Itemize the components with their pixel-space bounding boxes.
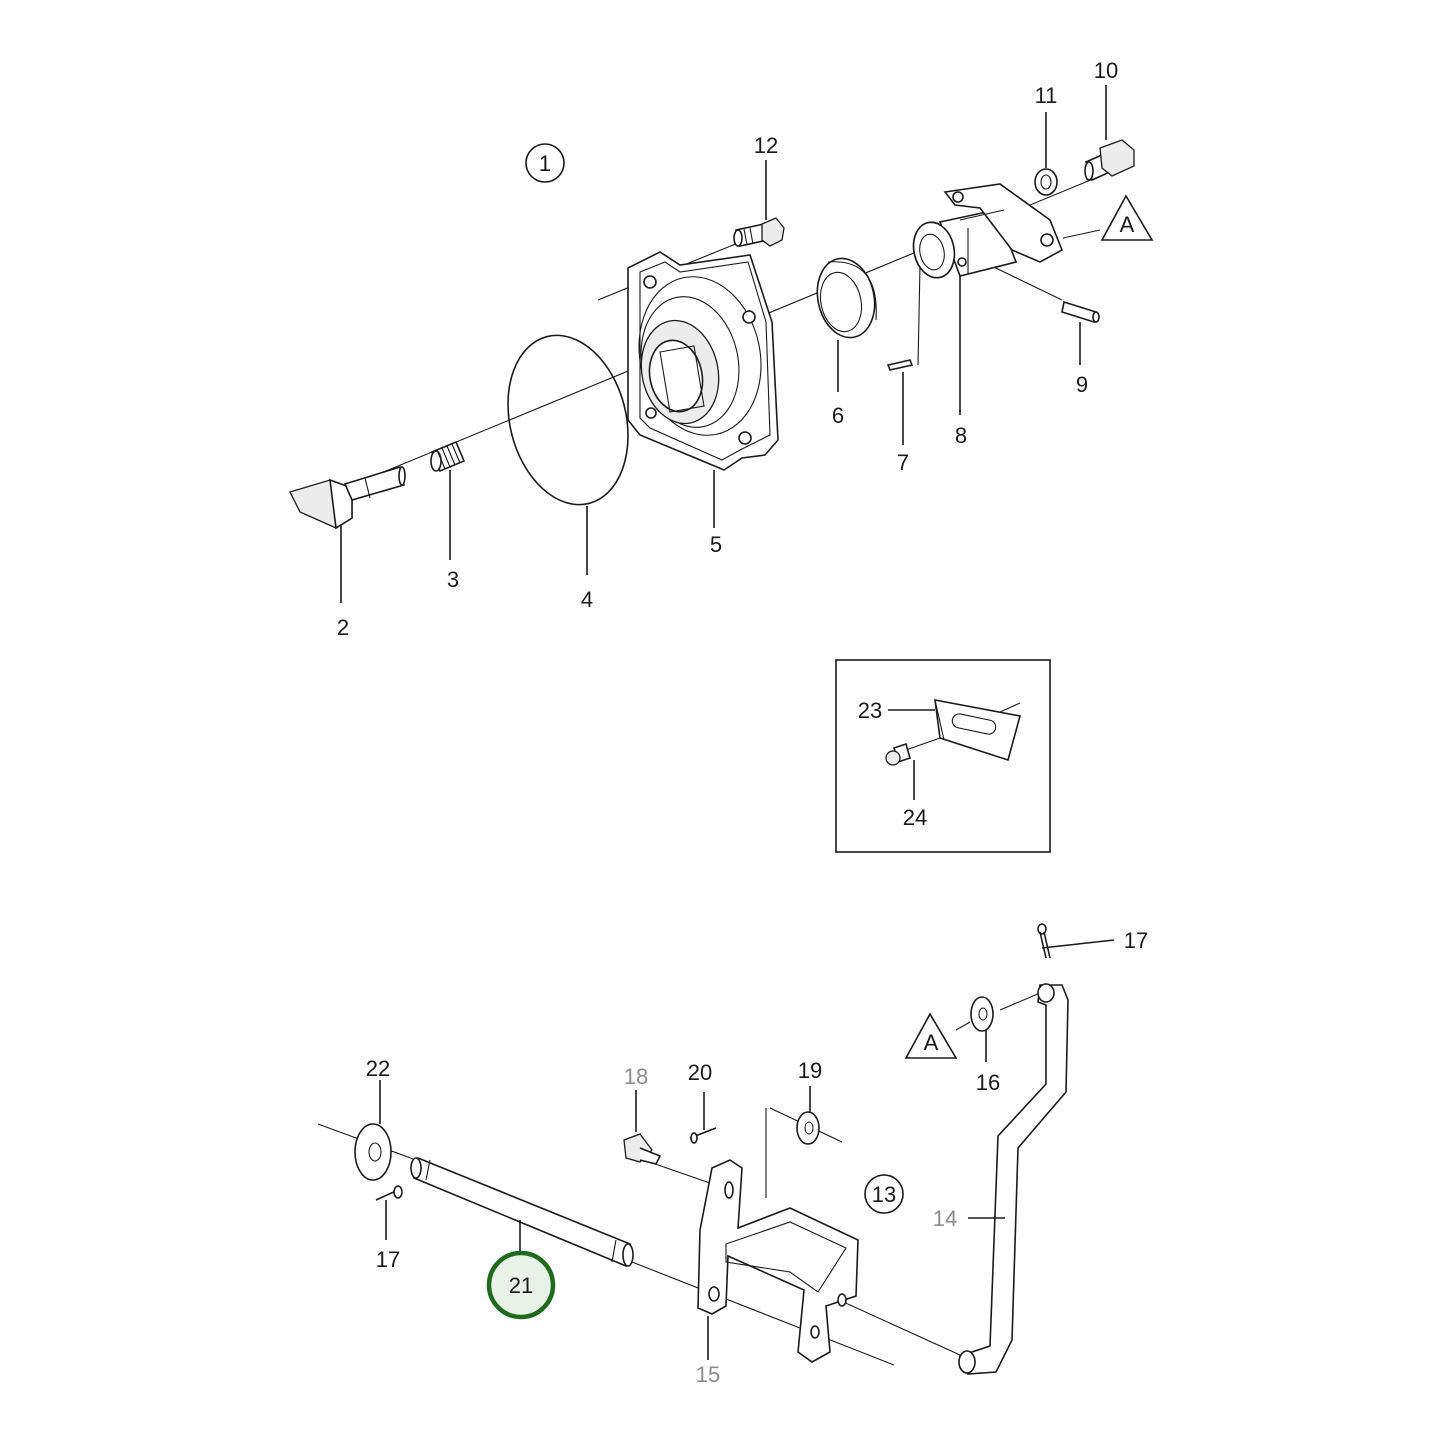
part-22-washer xyxy=(354,1080,392,1181)
part-label-10: 10 xyxy=(1094,58,1118,83)
highlighted-callout-21[interactable]: 21 xyxy=(486,1250,556,1320)
part-19-washer xyxy=(796,1086,820,1145)
part-16-washer xyxy=(970,996,994,1062)
part-21-shaft xyxy=(410,1156,634,1268)
part-12-bolt xyxy=(733,160,785,247)
detail-inset xyxy=(835,659,1051,853)
part-11-washer xyxy=(1034,112,1058,196)
part-17-split-pin-left xyxy=(375,1185,403,1240)
part-7-pin xyxy=(886,359,914,445)
part-10-plug xyxy=(1084,85,1135,182)
part-label-22: 22 xyxy=(366,1056,390,1081)
part-2-handle xyxy=(289,465,406,603)
group-label-13: 13 xyxy=(864,1174,904,1214)
part-label-15: 15 xyxy=(696,1362,720,1387)
part-5-housing xyxy=(627,251,779,528)
part-label-3: 3 xyxy=(447,567,459,592)
part-15-bracket xyxy=(697,1159,859,1363)
part-label-24: 24 xyxy=(903,805,927,830)
group-label-13-text: 13 xyxy=(872,1182,896,1207)
part-label-8: 8 xyxy=(955,423,967,448)
part-9-dowel xyxy=(1061,300,1100,365)
part-label-18: 18 xyxy=(624,1064,648,1089)
group-label-1-text: 1 xyxy=(539,151,551,176)
part-label-20: 20 xyxy=(688,1060,712,1085)
part-label-21: 21 xyxy=(509,1273,533,1298)
part-3-threaded-bush xyxy=(430,440,466,560)
part-label-4: 4 xyxy=(581,587,593,612)
part-8-flange-sleeve xyxy=(912,183,1064,415)
part-label-7: 7 xyxy=(897,450,909,475)
part-label-5: 5 xyxy=(710,532,722,557)
part-label-11: 11 xyxy=(1035,83,1058,108)
reference-marker-a-lower: A xyxy=(904,1012,971,1059)
part-20-split-pin xyxy=(689,1092,717,1144)
part-6-seal xyxy=(816,257,877,392)
reference-marker-a-lower-text: A xyxy=(924,1030,939,1055)
reference-marker-a-upper: A xyxy=(1100,194,1154,241)
part-label-19: 19 xyxy=(798,1058,822,1083)
part-label-14: 14 xyxy=(933,1206,957,1231)
group-label-1: 1 xyxy=(525,143,565,183)
part-label-17-right: 17 xyxy=(1124,928,1148,953)
part-label-12: 12 xyxy=(754,133,778,158)
part-label-2: 2 xyxy=(337,615,349,640)
part-label-23: 23 xyxy=(858,698,882,723)
part-14-rod xyxy=(958,983,1069,1375)
part-label-16: 16 xyxy=(976,1070,1000,1095)
part-label-17-left: 17 xyxy=(376,1247,400,1272)
reference-marker-a-upper-text: A xyxy=(1120,212,1135,237)
part-17-split-pin-right xyxy=(1037,923,1051,959)
part-label-6: 6 xyxy=(832,403,844,428)
part-label-9: 9 xyxy=(1076,372,1088,397)
part-4-gasket xyxy=(507,334,629,575)
part-18-nipple xyxy=(623,1090,662,1165)
